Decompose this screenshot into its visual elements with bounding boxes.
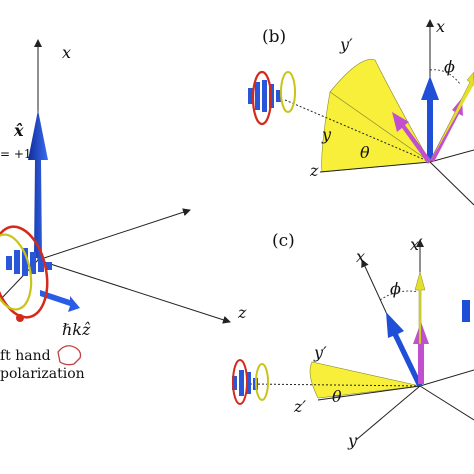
panel-c-axis-c: [419, 385, 474, 421]
panel-b-axis-c: [429, 161, 474, 206]
panel-a-plus-one: = +1: [0, 147, 32, 161]
panel-a-z-axis: [37, 259, 231, 324]
panel-b-cone: [329, 59, 431, 163]
panel-b-axis-d: [429, 149, 474, 163]
panel-a-ring-dot: [16, 314, 24, 322]
panel-a-caption-line2: polarization: [0, 366, 85, 382]
hand-icon: [57, 345, 82, 366]
panel-c-wave-packet: [232, 370, 258, 396]
panel-c-y-label: y: [347, 431, 358, 450]
panel-b: (b) x y′ y z θ ϕ: [248, 17, 474, 206]
panel-a-red-ring: [0, 225, 49, 319]
panel-b-phi-arc: [429, 69, 461, 85]
panel-b-z-label: z: [309, 161, 319, 180]
panel-a-z-label: z: [237, 303, 247, 322]
panel-b-yellow-vector: [429, 71, 474, 163]
panel-c-yprime-label: y′: [313, 343, 327, 362]
panel-c-magenta-vector: [413, 322, 429, 384]
panel-a-y-axis: [37, 208, 191, 261]
panel-c-xprime-label: x′: [410, 235, 423, 254]
panel-c-blue-vector-2: [462, 300, 470, 322]
panel-c-yellow-vector: [414, 271, 426, 345]
panel-c-axis-d: [419, 369, 474, 387]
panel-c-theta-label: θ: [332, 387, 342, 406]
panel-b-tag: (b): [262, 27, 286, 47]
panel-b-blue-vector: [421, 76, 439, 162]
panel-a-k-vector: [40, 290, 80, 312]
panel-b-y-label: y: [321, 125, 332, 144]
panel-c-blue-vector: [386, 312, 423, 386]
panel-a-caption-line1: ft hand: [0, 348, 51, 364]
panel-c-phi-label: ϕ: [390, 279, 401, 298]
panel-c-axis-e: [317, 385, 421, 401]
panel-b-phi-label: ϕ: [444, 57, 455, 76]
panel-a-x-vector: [28, 110, 48, 258]
panel-c-yellow-ring: [255, 363, 269, 401]
panel-b-yprime-label: y′: [339, 35, 353, 54]
panel-c-phi-arc: [379, 290, 419, 301]
panel-b-theta-label: θ: [360, 143, 370, 162]
panel-a-yellow-ring: [0, 233, 33, 311]
panel-c: (c) x x′ y′ z′ y θ ϕ: [232, 231, 474, 450]
panel-b-cone-lower: [321, 91, 431, 173]
panel-c-zprime-label: z′: [293, 397, 306, 416]
panel-a-wave-packet: [6, 248, 52, 276]
panel-c-cone: [309, 361, 421, 399]
panel-c-beam: [249, 383, 421, 387]
panel-a: x z x̂ = +1 ℏkẑ ft hand polarization: [0, 39, 247, 382]
panel-a-k-label: ℏkẑ: [62, 320, 91, 339]
panel-c-tag: (c): [272, 231, 295, 251]
panel-b-yellow-ring: [280, 71, 296, 113]
panel-c-y-axis: [355, 385, 421, 441]
panel-b-x-label: x: [436, 17, 445, 36]
panel-b-z-axis: [319, 161, 431, 173]
panel-c-x-label: x: [356, 247, 365, 266]
panel-b-magenta-vector: [392, 112, 431, 164]
panel-c-red-ring: [232, 359, 248, 405]
panel-b-red-ring: [251, 70, 273, 126]
panel-a-x-label: x: [62, 43, 71, 62]
panel-a-xhat-label: x̂: [13, 121, 24, 140]
